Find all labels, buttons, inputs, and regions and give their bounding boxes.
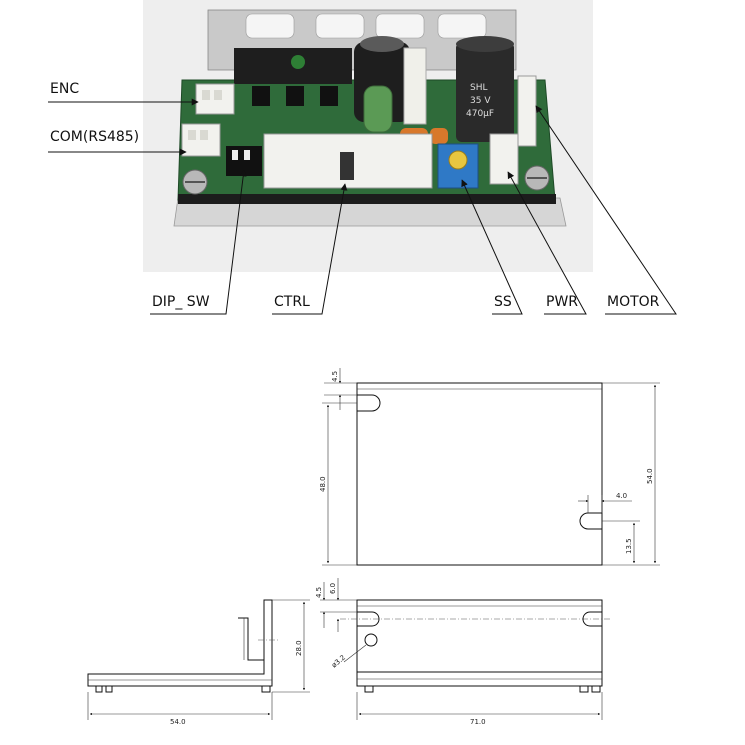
label-com: COM(RS485)	[50, 129, 139, 145]
capacitor-text: 35 V	[470, 96, 491, 106]
mount-slot	[579, 512, 602, 530]
dim-side-6: 6.0	[329, 583, 337, 594]
power-resistor	[363, 85, 393, 133]
heatsink-slot	[245, 13, 295, 39]
capacitor	[456, 42, 514, 142]
dim-depth: 54.0	[170, 718, 186, 726]
front-view-outline	[356, 599, 603, 687]
dim-bottom-offset: 13.5	[625, 538, 633, 554]
dim-height-48: 48.0	[319, 476, 327, 492]
pcb-edge	[178, 194, 556, 204]
side-bracket	[87, 599, 273, 687]
dim-side-height: 28.0	[295, 640, 303, 656]
dim-length: 71.0	[470, 718, 486, 726]
capacitor-text: SHL	[470, 83, 488, 93]
side-clip	[238, 617, 264, 661]
dim-top-slot: 4.5	[331, 371, 339, 382]
pwr-connector	[489, 133, 519, 185]
dim-side-slot: 4.5	[315, 587, 323, 598]
mount-hole	[364, 633, 378, 647]
leader-pwr	[507, 171, 587, 315]
leader-motor	[535, 105, 677, 315]
dim-height-54: 54.0	[646, 468, 654, 484]
capacitor-text: 470µF	[466, 109, 494, 119]
mount-slot	[357, 394, 381, 412]
leader-ctrl	[272, 183, 348, 315]
callouts: ENC COM(RS485) DIP_ SW CTRL SS PWR MOTOR	[48, 81, 677, 315]
leader-dip	[150, 169, 247, 315]
dim-hole-diameter: ø3.2	[330, 653, 347, 669]
mount-slot	[357, 611, 380, 627]
dim-slot-width: 4.0	[616, 492, 627, 500]
label-motor: MOTOR	[607, 294, 660, 310]
label-ss: SS	[494, 294, 512, 310]
side-view-drawing: 28.0 54.0	[87, 599, 310, 726]
label-pwr: PWR	[546, 294, 578, 310]
label-dip: DIP_ SW	[152, 294, 210, 310]
front-view-drawing: 4.5 6.0 ø3.2 71.0	[315, 578, 612, 726]
heatsink-slot	[315, 13, 365, 39]
driver-photo: SHL 35 V 470µF	[143, 0, 593, 272]
transformer	[403, 47, 427, 125]
led-indicator	[291, 55, 305, 69]
top-view-outline	[356, 382, 603, 566]
motor-connector	[517, 75, 537, 147]
label-enc: ENC	[50, 81, 79, 97]
ceramic-capacitor	[430, 128, 448, 144]
top-view-drawing: 4.5 48.0 54.0 4.0 13.5	[319, 368, 660, 566]
leader-ss	[461, 179, 523, 315]
label-ctrl: CTRL	[274, 294, 310, 310]
mount-slot	[582, 611, 602, 627]
heatsink-slot	[375, 13, 425, 39]
heatsink-slot	[437, 13, 487, 39]
